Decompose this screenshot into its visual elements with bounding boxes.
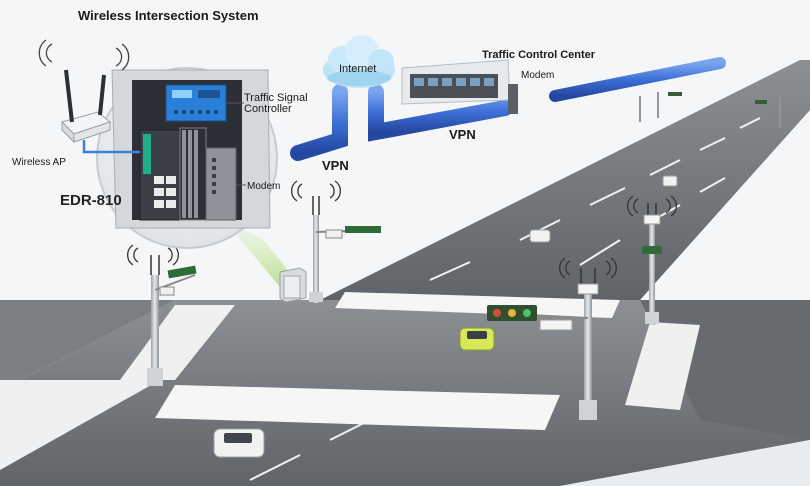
zoom-circle bbox=[82, 67, 278, 249]
wireless-ap-icon bbox=[61, 69, 112, 144]
label-device-model: EDR-810 bbox=[60, 192, 122, 209]
sidewalk-left bbox=[0, 380, 160, 470]
label-modem-cabinet: Modem bbox=[247, 181, 281, 192]
road-network bbox=[0, 60, 810, 486]
label-wireless-ap: Wireless AP bbox=[12, 157, 66, 168]
label-traffic-control-center: Traffic Control Center bbox=[482, 49, 596, 61]
diagram-title: Wireless Intersection System bbox=[78, 8, 259, 23]
car-icon bbox=[213, 428, 265, 458]
wireless-signal-waves bbox=[127, 180, 677, 279]
sidewalk-right bbox=[560, 440, 810, 486]
lane-markings bbox=[249, 117, 761, 481]
signal-pole-right bbox=[487, 268, 599, 420]
traffic-signal-controller-device bbox=[165, 84, 227, 122]
cloud-icon bbox=[323, 35, 395, 88]
vpn-pipe-right bbox=[368, 84, 513, 142]
traffic-light-icon bbox=[642, 246, 662, 254]
car-icon bbox=[459, 327, 495, 351]
crosswalk-right bbox=[625, 322, 700, 410]
cabinet-icon bbox=[279, 267, 307, 303]
label-traffic-signal-controller: Traffic Signal Controller bbox=[244, 92, 308, 115]
label-vpn-right: VPN bbox=[449, 127, 476, 142]
far-poles bbox=[639, 92, 781, 128]
traffic-light-icon bbox=[345, 226, 381, 233]
crosswalk-left bbox=[120, 305, 235, 380]
vpn-pipe-left bbox=[290, 84, 348, 161]
vpn-pipes bbox=[290, 57, 726, 161]
label-vpn-left: VPN bbox=[322, 158, 349, 173]
car-icon bbox=[529, 229, 551, 243]
control-center-building bbox=[401, 59, 518, 114]
traffic-light-icon bbox=[167, 265, 197, 279]
label-internet: Internet bbox=[339, 63, 377, 75]
modem-device bbox=[205, 147, 237, 221]
pipe-to-horizon bbox=[549, 57, 726, 102]
signal-pole-center bbox=[309, 196, 381, 303]
edr-810-router bbox=[139, 127, 207, 221]
cross-road-left bbox=[0, 300, 175, 390]
main-road-far bbox=[320, 60, 810, 300]
crosswalk-top bbox=[335, 292, 620, 318]
ap-signal-waves bbox=[38, 39, 130, 71]
car-icon bbox=[662, 175, 678, 187]
ap-cable bbox=[82, 140, 140, 154]
center-modem-rack bbox=[508, 84, 518, 114]
signal-pole-left bbox=[147, 255, 197, 386]
antenna-icon bbox=[312, 196, 320, 215]
traffic-light-icon bbox=[487, 305, 537, 321]
label-modem-center: Modem bbox=[521, 70, 555, 81]
crosswalk-bottom bbox=[155, 385, 560, 430]
antenna-icon bbox=[150, 255, 160, 275]
signal-pole-far-right bbox=[642, 203, 662, 325]
